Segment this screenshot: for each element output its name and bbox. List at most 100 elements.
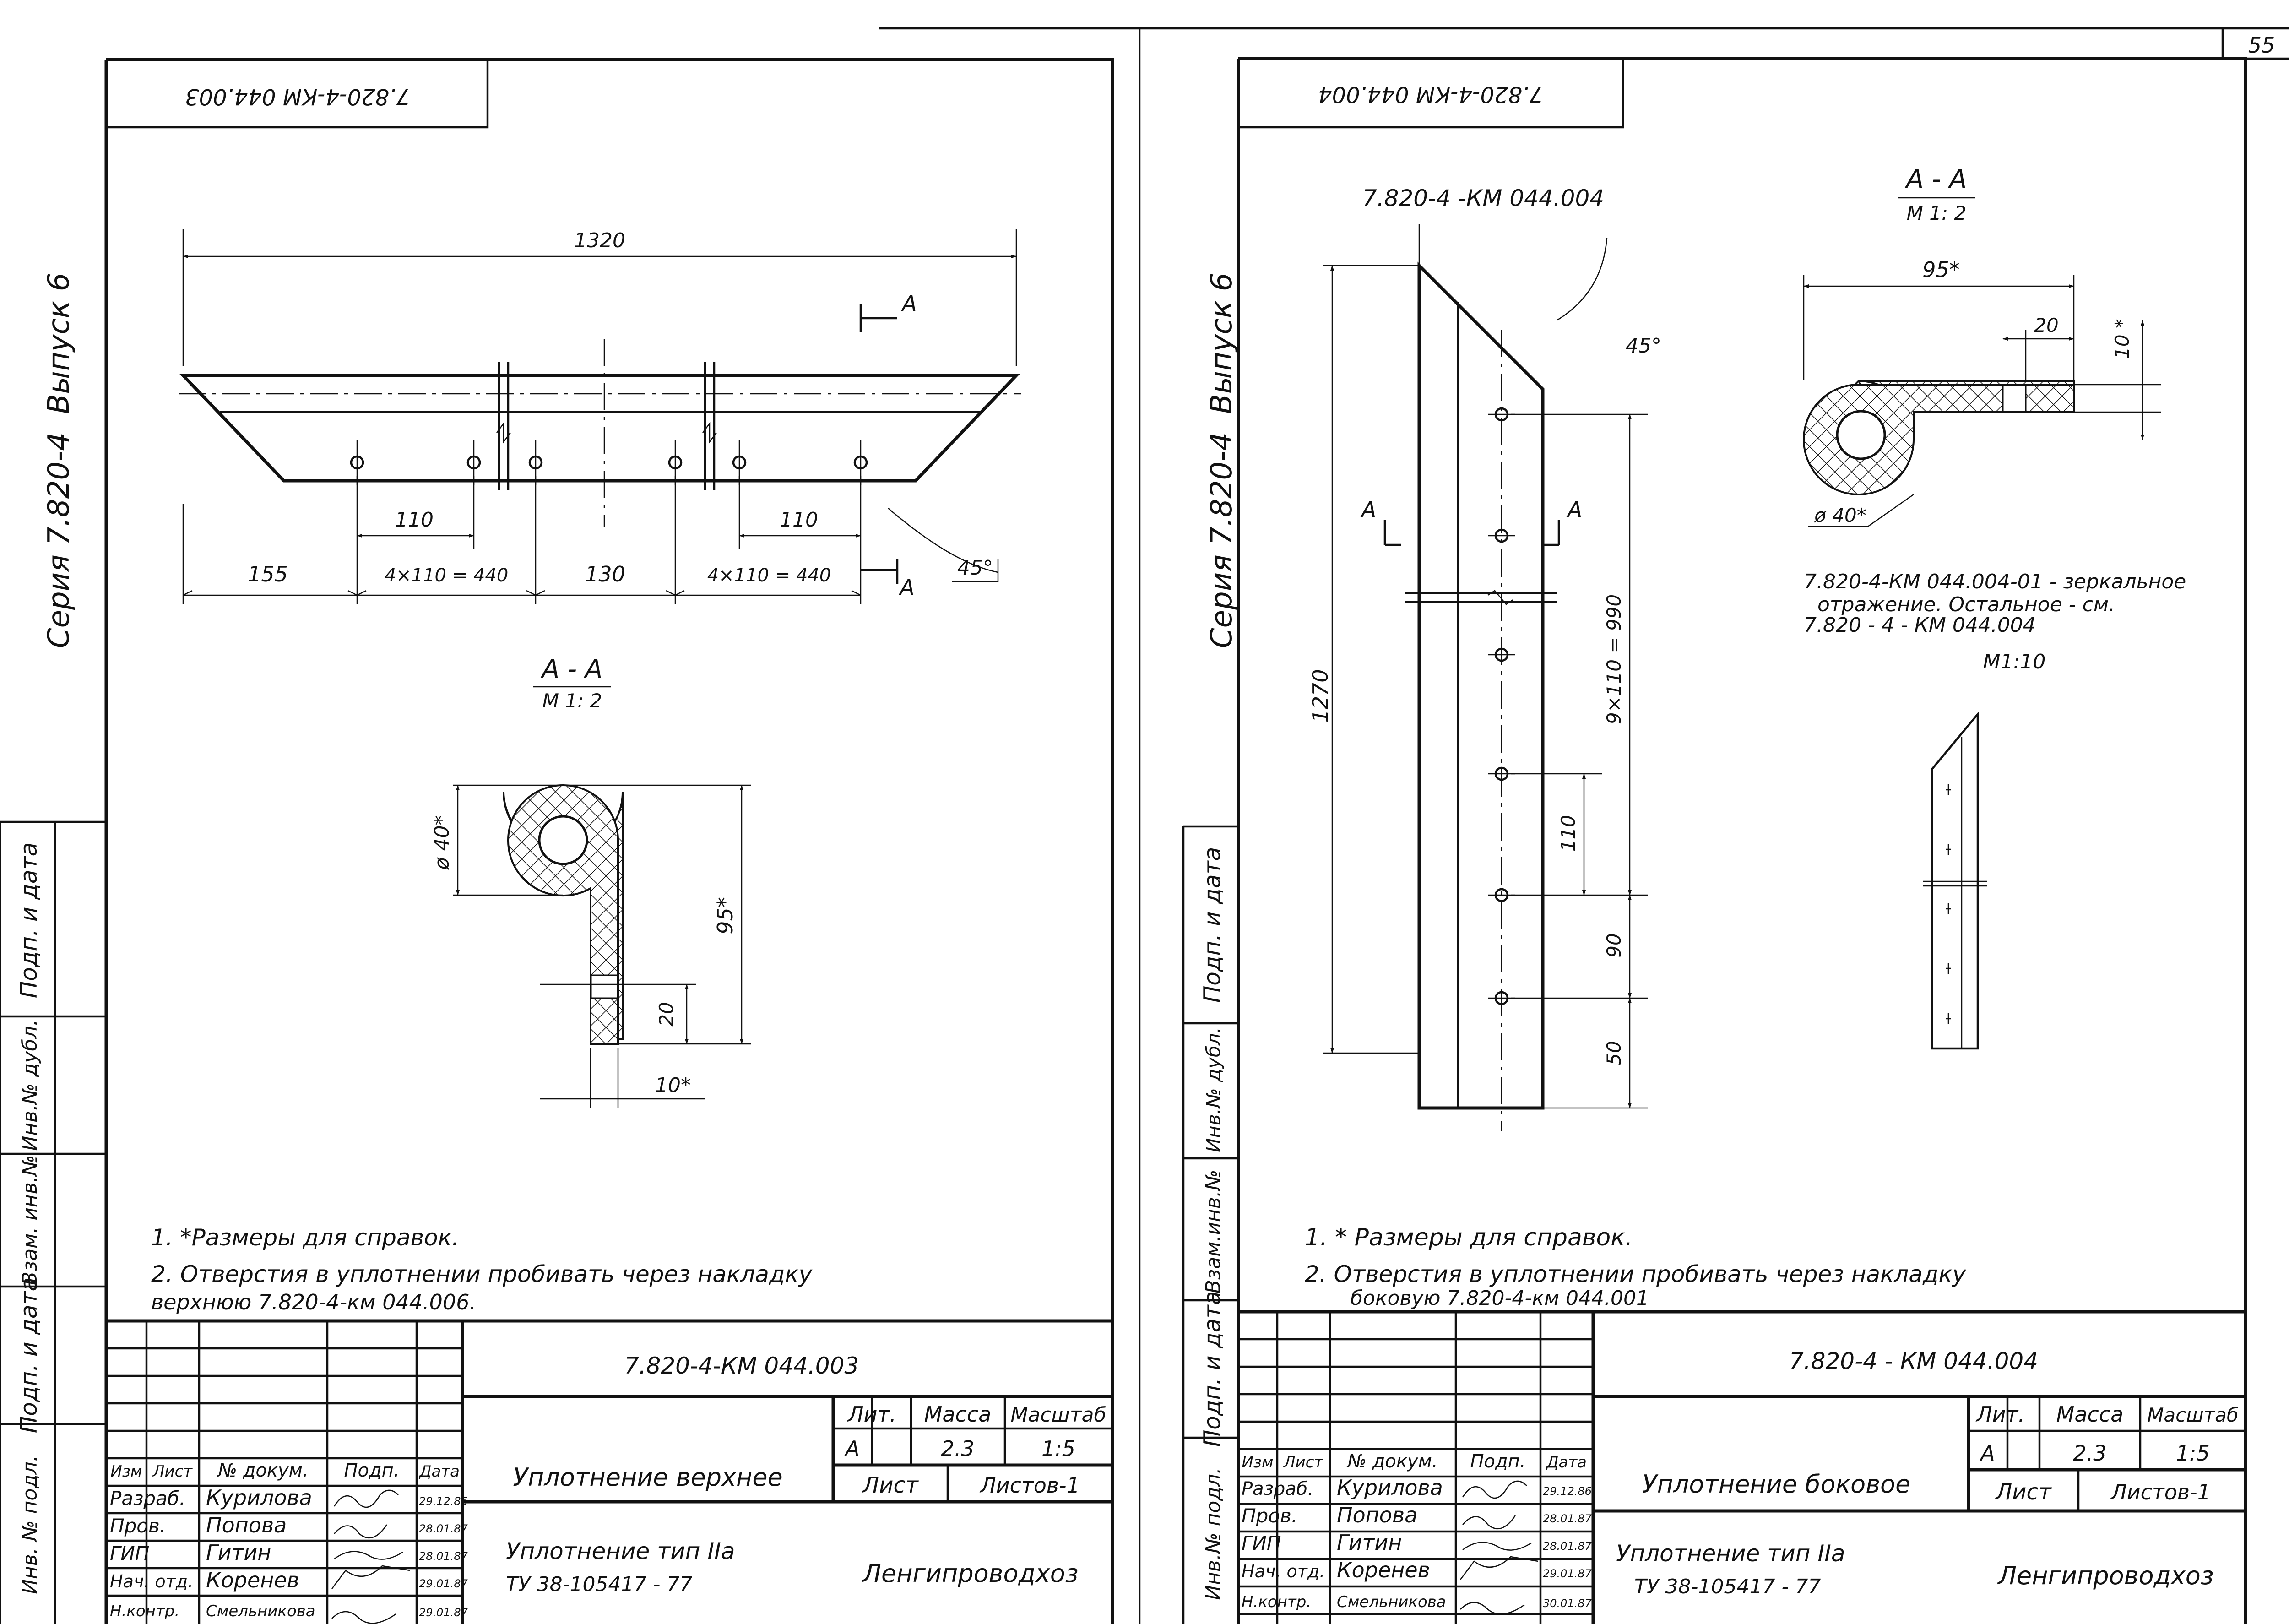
left-issue-label: Выпуск 6	[42, 272, 76, 414]
left-margin-field-2: Инв.№ дубл.	[18, 1019, 42, 1151]
left-tb-mass-header: Масса	[924, 1402, 992, 1427]
left-tb-name-3: Гитин	[206, 1540, 271, 1565]
right-margin-field-3: Взам.инв.№	[1202, 1170, 1225, 1294]
right-side-view: 1270 9×110 = 990 110 90 50 45° А А	[1308, 224, 1661, 1131]
left-dim-pitch-1: 110	[395, 508, 434, 532]
right-tb-date-2: 28.01.87	[1543, 1512, 1592, 1525]
left-tb-org: Ленгипроводхоз	[862, 1559, 1078, 1588]
left-corner-box	[106, 60, 489, 129]
right-tb-date-1: 29.12.86	[1543, 1485, 1592, 1498]
right-dim-end-gap: 90	[1603, 933, 1625, 957]
left-holes	[350, 440, 868, 485]
left-tb-sheet: Лист	[862, 1472, 919, 1498]
right-tb-scale-header: Масштаб	[2147, 1404, 2239, 1426]
right-note-1: 1. * Размеры для справок.	[1305, 1224, 1633, 1251]
right-section-view: А - А М 1: 2 95* 20 10 * ø 40*	[1803, 164, 2161, 527]
right-tb-lit: А	[1979, 1441, 1995, 1466]
right-holes	[1488, 407, 1515, 1005]
right-tb-name: Уплотнение боковое	[1642, 1470, 1911, 1499]
right-tb-name-3: Гитин	[1337, 1530, 1402, 1555]
page-number: 55	[2248, 33, 2275, 58]
right-tb-role-2: Пров.	[1242, 1505, 1297, 1527]
right-note-2: 2. Отверстия в уплотнении пробивать чере…	[1305, 1261, 1967, 1287]
right-tb-name-1: Курилова	[1337, 1475, 1443, 1500]
right-corner-box	[1238, 59, 1624, 129]
left-section-scale: М 1: 2	[542, 690, 602, 712]
left-tb-scale-header: Масштаб	[1010, 1403, 1106, 1427]
right-notes: 1. * Размеры для справок. 2. Отверстия в…	[1305, 1224, 1967, 1310]
left-series-label: Серия 7.820-4	[42, 432, 76, 648]
left-margin-field-3: Взам. инв.№	[18, 1155, 42, 1286]
right-margin-field-4: Подп. и дата	[1199, 1291, 1226, 1447]
left-dim-seg-4: 4×110 = 440	[707, 565, 831, 586]
left-tb-role-5: Н.контр.	[110, 1602, 179, 1620]
right-tb-org: Ленгипроводхоз	[1997, 1561, 2213, 1590]
left-tb-date-2: 28.01.87	[419, 1522, 468, 1535]
left-tb-lit-header: Лит.	[847, 1402, 896, 1427]
left-note-3: верхнюю 7.820-4-км 044.006.	[151, 1290, 476, 1314]
left-margin-field-5: Инв. № подл.	[18, 1455, 42, 1594]
right-margin-field-1: Подп. и дата	[1199, 847, 1226, 1003]
right-tb-date-4: 29.01.87	[1543, 1567, 1592, 1580]
left-dim-pitch-2: 110	[780, 508, 818, 532]
left-tb-role-1: Разраб.	[110, 1487, 185, 1510]
left-section-title: А - А	[541, 654, 602, 684]
right-sheet: 7.820-4-КМ 044.004 Серия 7.820-4 Выпуск …	[1182, 57, 2247, 1624]
left-tb-role-2: Пров.	[110, 1515, 166, 1537]
left-tb-date-1: 29.12.86	[419, 1495, 468, 1508]
left-section-height: 95*	[713, 897, 738, 934]
right-mirror-note-3: 7.820 - 4 - КМ 044.004	[1804, 614, 2036, 637]
right-tb-h-doc: № докум.	[1346, 1451, 1437, 1472]
left-dim-seg-3: 130	[585, 562, 625, 587]
right-note-3: боковую 7.820-4-км 044.001	[1351, 1287, 1649, 1310]
page-number-box: 55	[879, 27, 2289, 60]
right-tb-date-5: 30.01.87	[1543, 1597, 1592, 1610]
left-margin-field-1: Подп. и дата	[16, 842, 42, 999]
right-tb-lit-header: Лит.	[1975, 1402, 2025, 1427]
right-section-mark-right: А	[1566, 497, 1583, 523]
left-tb-h-izm: Изм	[110, 1462, 142, 1481]
right-margin-field-5: Инв.№ подл.	[1202, 1467, 1225, 1600]
right-tb-name-2: Попова	[1337, 1503, 1417, 1527]
right-corner-code: 7.820-4-КМ 044.004	[1318, 81, 1543, 107]
left-tb-name-1: Курилова	[206, 1485, 312, 1510]
right-section-mark-left: А	[1360, 497, 1377, 523]
right-tb-name-5: Смельникова	[1337, 1593, 1446, 1611]
right-section-dia: ø 40*	[1814, 504, 1866, 527]
left-tb-mass: 2.3	[941, 1436, 974, 1461]
left-notes: 1. *Размеры для справок. 2. Отверстия в …	[151, 1224, 813, 1314]
right-dim-pitch: 110	[1557, 815, 1579, 852]
right-dim-run: 9×110 = 990	[1603, 594, 1625, 724]
right-tb-sheets: Листов-1	[2110, 1480, 2211, 1505]
left-tb-name-4: Коренев	[206, 1568, 299, 1592]
right-tb-role-3: ГИП	[1242, 1532, 1281, 1554]
left-section-mark-top: А	[900, 291, 917, 317]
right-tb-role-1: Разраб.	[1242, 1478, 1313, 1499]
left-section-dia: ø 40*	[430, 815, 454, 870]
left-tb-date-3: 28.01.87	[419, 1550, 468, 1563]
right-title-block: 7.820-4 - КМ 044.004 Уплотнение боковое …	[1238, 1310, 2246, 1624]
left-tb-name-2: Попова	[206, 1513, 287, 1537]
left-plan-view: 1320 110 110 155 4×110 = 440 130 4×110 =…	[179, 229, 1021, 604]
right-part-outline	[1417, 261, 1545, 1110]
left-sheet: 7.820-4-КМ 044.003 Серия 7.820-4 Выпуск …	[0, 58, 1114, 1624]
left-tb-h-list: Лист	[152, 1462, 193, 1481]
left-tb-type-1: Уплотнение тип IIа	[506, 1538, 735, 1564]
right-tb-h-izm: Изм	[1242, 1453, 1273, 1472]
right-mirror-note-2: отражение. Остальное - см.	[1817, 593, 2115, 616]
right-series-label: Серия 7.820-4	[1205, 432, 1239, 648]
right-dim-angle: 45°	[1626, 334, 1661, 358]
right-mirror-note-1: 7.820-4-КМ 044.004-01 - зеркальное	[1804, 570, 2186, 593]
right-tb-sheet: Лист	[1995, 1479, 2052, 1505]
right-mirror-scale: М1:10	[1983, 650, 2046, 673]
right-mirror-note: 7.820-4-КМ 044.004-01 - зеркальное отраж…	[1804, 570, 2186, 1050]
right-tb-doc-code: 7.820-4 - КМ 044.004	[1789, 1348, 2038, 1374]
right-section-width: 95*	[1922, 257, 1960, 282]
left-tb-role-3: ГИП	[110, 1542, 149, 1564]
left-tb-type-2: ТУ 38-105417 - 77	[506, 1573, 692, 1596]
right-section-thickness: 10 *	[2111, 319, 2133, 359]
right-tb-type-2: ТУ 38-105417 - 77	[1634, 1575, 1821, 1598]
right-tb-scale: 1:5	[2176, 1441, 2210, 1466]
right-section-title: А - А	[1905, 164, 1967, 194]
right-tb-date-3: 28.01.87	[1543, 1540, 1592, 1553]
